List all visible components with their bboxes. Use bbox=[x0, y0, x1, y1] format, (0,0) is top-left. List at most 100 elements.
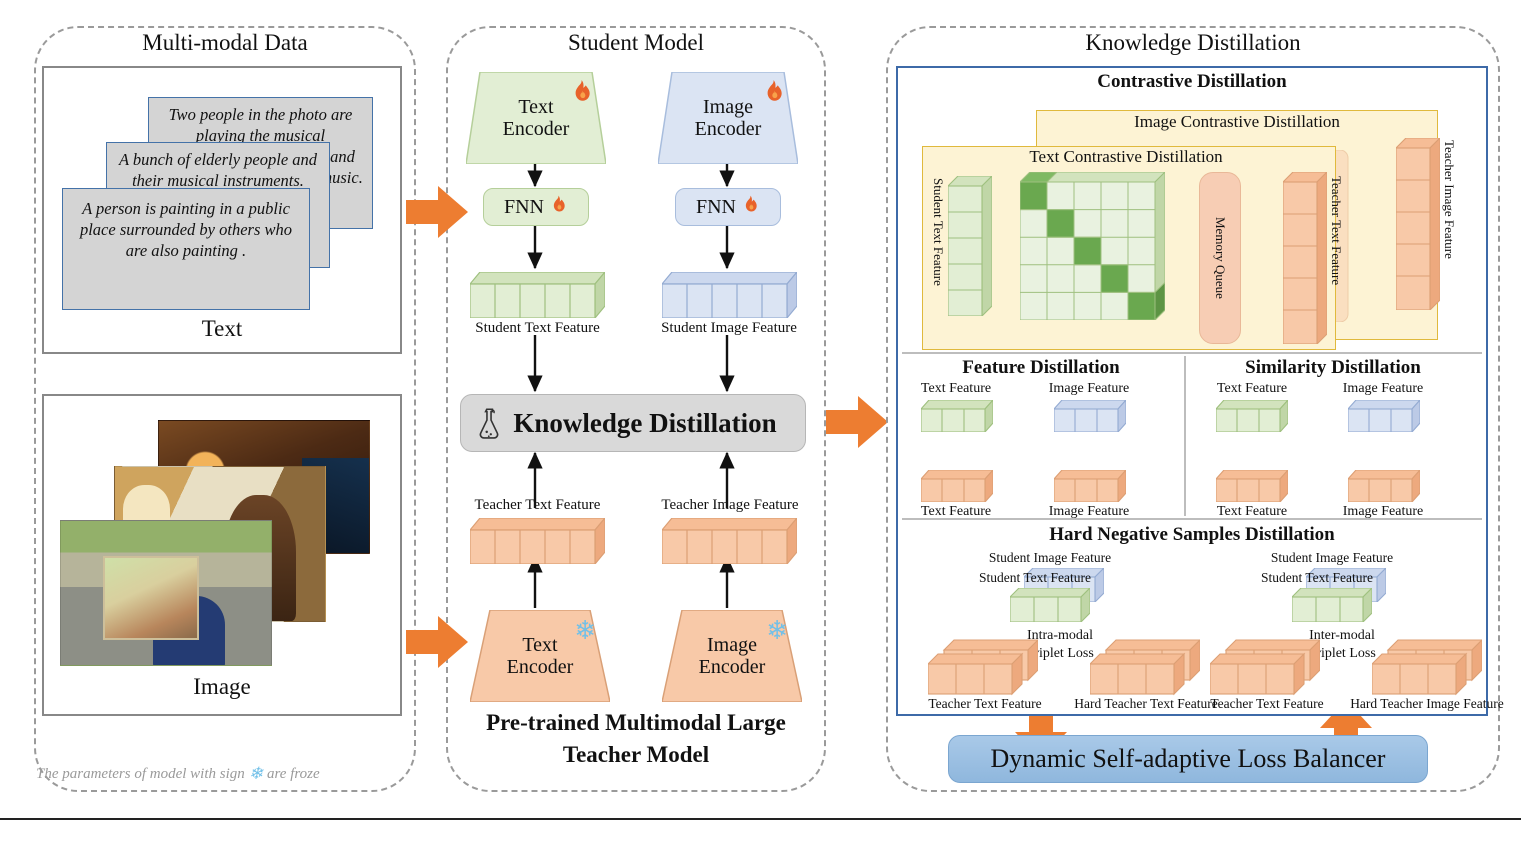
panel-multimodal-data bbox=[34, 26, 416, 792]
contrastive-teacher-image-feature-label: Teacher Image Feature bbox=[1442, 140, 1457, 259]
student-image-encoder-label: Image Encoder bbox=[694, 95, 762, 140]
feature-text-bottom-cubes bbox=[919, 468, 995, 507]
hard-negative-title: Hard Negative Samples Distillation bbox=[1049, 524, 1335, 545]
image-section-label: Image bbox=[193, 674, 251, 699]
teacher-model-caption-line1: Pre-trained Multimodal Large bbox=[486, 710, 786, 735]
feature-text-bottom-label: Text Feature bbox=[920, 504, 992, 519]
teacher-text-feature-label: Teacher Text Feature bbox=[474, 497, 601, 513]
contrastive-distillation-title: Contrastive Distillation bbox=[1097, 71, 1287, 92]
orange-arrow-kd-to-right bbox=[826, 396, 888, 448]
similarity-text-top-cubes bbox=[1214, 398, 1290, 437]
hn-right-hard-teacher-label: Hard Teacher Image Feature bbox=[1350, 696, 1504, 711]
trapezoid-shape bbox=[658, 72, 798, 164]
student-image-feature-cubes bbox=[660, 270, 799, 323]
hn-left-teacher-text-label: Teacher Text Feature bbox=[928, 696, 1042, 711]
hn-right-loss-line2: Triplet Loss bbox=[1308, 646, 1376, 661]
flask-icon bbox=[475, 407, 503, 448]
feature-image-bottom-label: Image Feature bbox=[1048, 504, 1130, 519]
contrastive-student-text-feature-label: Student Text Feature bbox=[931, 178, 946, 286]
feature-distillation-title: Feature Distillation bbox=[962, 357, 1120, 378]
footnote-pre: The parameters of model with sign bbox=[36, 765, 245, 782]
panel-kd-title: Knowledge Distillation bbox=[1085, 30, 1301, 55]
hn-right-student-image-feature-label: Student Image Feature bbox=[1270, 550, 1394, 565]
dynamic-loss-balancer-label: Dynamic Self-adaptive Loss Balancer bbox=[990, 744, 1386, 773]
hn-right-hard-teacher-cubes bbox=[1370, 634, 1484, 701]
trapezoid-shape bbox=[466, 72, 606, 164]
student-text-fnn[interactable]: FNN bbox=[483, 188, 589, 226]
feature-image-bottom-cubes bbox=[1052, 468, 1128, 507]
teacher-image-feature-cubes bbox=[660, 516, 799, 569]
similarity-image-top-label: Image Feature bbox=[1342, 381, 1424, 396]
feature-image-top-cubes bbox=[1052, 398, 1128, 437]
footnote: The parameters of model with sign ❄ are … bbox=[36, 764, 320, 784]
sample-photo-1 bbox=[60, 520, 272, 666]
knowledge-distillation-bar[interactable]: Knowledge Distillation bbox=[460, 394, 806, 452]
bottom-rule bbox=[0, 818, 1521, 820]
similarity-image-bottom-label: Image Feature bbox=[1342, 504, 1424, 519]
separator-feature-similarity bbox=[1184, 356, 1186, 516]
orange-arrow-text-to-student bbox=[406, 186, 468, 238]
panel-multimodal-title: Multi-modal Data bbox=[142, 30, 308, 55]
feature-text-top-label: Text Feature bbox=[920, 381, 992, 396]
student-text-fnn-label: FNN bbox=[503, 195, 544, 218]
hn-left-loss-line1: Intra-modal bbox=[1026, 628, 1094, 643]
student-image-feature-label: Student Image Feature bbox=[661, 320, 797, 336]
text-card-front: A person is painting in a public place s… bbox=[62, 188, 310, 310]
separator-feature-bottom bbox=[902, 518, 1482, 520]
hn-left-teacher-text-cubes bbox=[926, 634, 1040, 701]
student-image-fnn-label: FNN bbox=[695, 195, 736, 218]
hn-right-teacher-text-label: Teacher Text Feature bbox=[1210, 696, 1324, 711]
student-image-encoder[interactable]: Image Encoder bbox=[658, 72, 798, 164]
footnote-post: are froze bbox=[267, 765, 320, 782]
hn-right-loss-line1: Inter-modal bbox=[1309, 628, 1375, 643]
hn-left-hard-teacher-cubes bbox=[1088, 634, 1202, 701]
hn-left-hard-teacher-label: Hard Teacher Text Feature bbox=[1074, 696, 1218, 711]
feature-text-top-cubes bbox=[919, 398, 995, 437]
teacher-text-feature-cubes bbox=[468, 516, 607, 569]
flame-icon bbox=[568, 78, 594, 109]
flame-icon bbox=[548, 194, 568, 220]
image-contrastive-distillation-title: Image Contrastive Distillation bbox=[1134, 112, 1340, 131]
knowledge-distillation-label: Knowledge Distillation bbox=[513, 407, 777, 438]
contrastive-teacher-text-feature-cubes bbox=[1281, 170, 1329, 349]
panel-student-model bbox=[446, 26, 826, 792]
hn-left-loss-line2: Triplet Loss bbox=[1026, 646, 1094, 661]
student-text-feature-cubes bbox=[468, 270, 607, 323]
hn-right-student-text-feature-label: Student Text Feature bbox=[1260, 570, 1374, 585]
flame-icon bbox=[760, 78, 786, 109]
teacher-image-encoder[interactable]: Image Encoder ❄ bbox=[662, 610, 802, 702]
trapezoid-shape bbox=[470, 610, 610, 702]
contrastive-teacher-text-feature-label: Teacher Text Feature bbox=[1329, 176, 1344, 286]
hn-right-student-text-cubes bbox=[1290, 586, 1374, 627]
feature-image-top-label: Image Feature bbox=[1048, 381, 1130, 396]
hn-left-student-text-cubes bbox=[1008, 586, 1092, 627]
similarity-text-bottom-cubes bbox=[1214, 468, 1290, 507]
teacher-text-encoder[interactable]: Text Encoder ❄ bbox=[470, 610, 610, 702]
similarity-matrix bbox=[1018, 170, 1167, 325]
snowflake-icon: ❄ bbox=[766, 616, 788, 645]
contrastive-teacher-image-feature-cubes bbox=[1394, 136, 1442, 315]
contrastive-student-text-feature-cubes bbox=[946, 174, 994, 321]
snowflake-icon: ❄ bbox=[248, 764, 263, 783]
similarity-text-bottom-label: Text Feature bbox=[1216, 504, 1288, 519]
memory-queue-label: Memory Queue bbox=[1213, 217, 1228, 299]
memory-queue: Memory Queue bbox=[1199, 172, 1241, 344]
dynamic-loss-balancer[interactable]: Dynamic Self-adaptive Loss Balancer bbox=[948, 735, 1428, 783]
similarity-distillation-title: Similarity Distillation bbox=[1245, 357, 1421, 378]
text-section-label: Text bbox=[201, 316, 243, 341]
separator-contrastive-bottom bbox=[902, 352, 1482, 354]
panel-knowledge-distillation bbox=[886, 26, 1500, 792]
hn-left-student-text-feature-label: Student Text Feature bbox=[978, 570, 1092, 585]
hn-right-teacher-text-cubes bbox=[1208, 634, 1322, 701]
similarity-image-bottom-cubes bbox=[1346, 468, 1422, 507]
student-text-encoder-label: Text Encoder bbox=[502, 95, 570, 140]
text-contrastive-distillation-title: Text Contrastive Distillation bbox=[1029, 147, 1223, 166]
student-text-feature-label: Student Text Feature bbox=[475, 320, 600, 336]
student-image-fnn[interactable]: FNN bbox=[675, 188, 781, 226]
similarity-text-top-label: Text Feature bbox=[1216, 381, 1288, 396]
hn-left-student-image-feature-label: Student Image Feature bbox=[988, 550, 1112, 565]
teacher-model-caption-line2: Teacher Model bbox=[562, 742, 710, 767]
student-text-encoder[interactable]: Text Encoder bbox=[466, 72, 606, 164]
teacher-text-encoder-label: Text Encoder bbox=[506, 633, 574, 678]
trapezoid-shape bbox=[662, 610, 802, 702]
